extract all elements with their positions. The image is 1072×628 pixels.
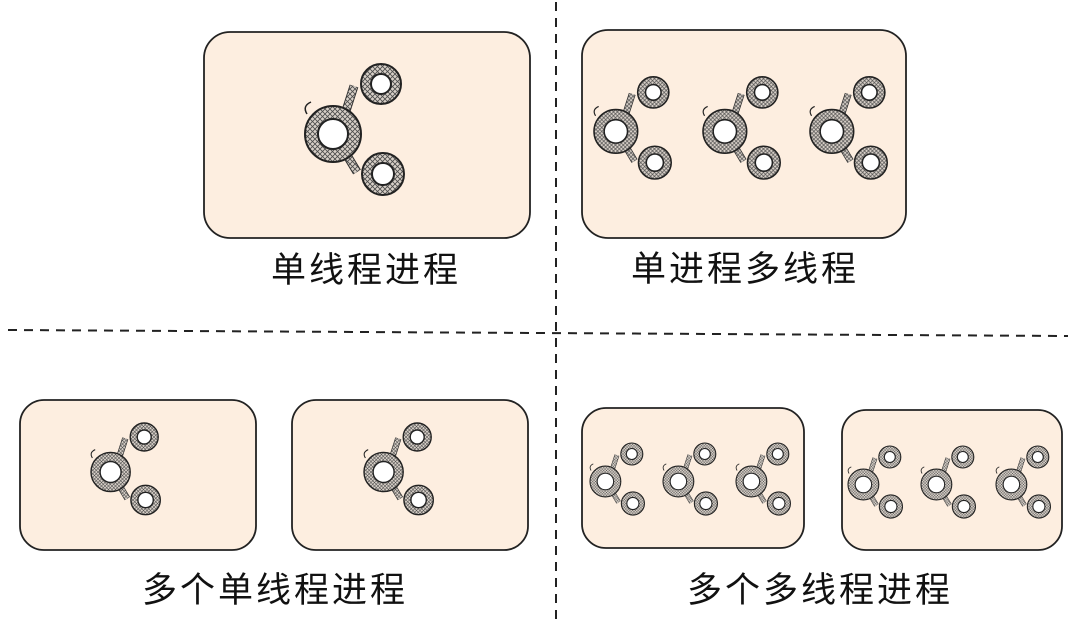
label-single-thread-process: 单线程进程 [270,251,462,291]
horizontal-divider [7,329,1069,337]
process-box-single-thread-2 [291,399,529,551]
process-box-single-thread-1 [19,399,257,551]
label-multi-multi-thread-process: 多个多线程进程 [686,571,954,611]
label-multi-single-thread-process: 多个单线程进程 [141,571,409,611]
label-single-process-multi-thread: 单进程多线程 [630,250,860,290]
process-box-single-thread [203,31,531,239]
